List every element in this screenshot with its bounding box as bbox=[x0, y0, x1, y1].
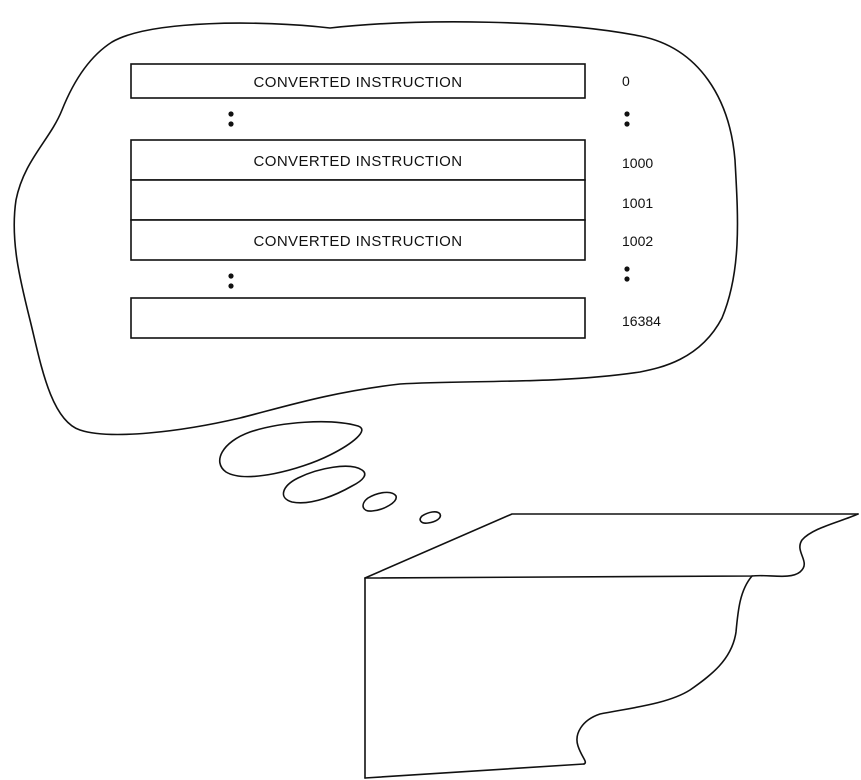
thought-cloud bbox=[13, 21, 739, 436]
block-drawing bbox=[364, 513, 859, 779]
memory-cell bbox=[130, 139, 586, 181]
ellipsis-mark bbox=[228, 273, 234, 289]
cell-address: 1001 bbox=[622, 195, 653, 211]
memory-cell bbox=[130, 219, 586, 261]
memory-cell bbox=[130, 297, 586, 339]
memory-cell bbox=[130, 179, 586, 221]
cell-address: 1002 bbox=[622, 233, 653, 249]
ellipsis-mark bbox=[228, 111, 234, 127]
thought-bubble-small bbox=[362, 491, 397, 512]
cell-address: 16384 bbox=[622, 313, 661, 329]
cell-label: CONVERTED INSTRUCTION bbox=[254, 74, 463, 91]
thought-bubble-large bbox=[218, 420, 363, 478]
cell-address: 1000 bbox=[622, 155, 653, 171]
cell-label: CONVERTED INSTRUCTION bbox=[254, 153, 463, 170]
cell-address: 0 bbox=[622, 73, 630, 89]
ellipsis-mark bbox=[624, 266, 630, 282]
ellipsis-mark bbox=[624, 111, 630, 127]
thought-bubble-tiny bbox=[419, 511, 442, 524]
memory-cell bbox=[130, 63, 586, 99]
cell-label: CONVERTED INSTRUCTION bbox=[254, 233, 463, 250]
thought-bubble-medium bbox=[282, 465, 366, 504]
